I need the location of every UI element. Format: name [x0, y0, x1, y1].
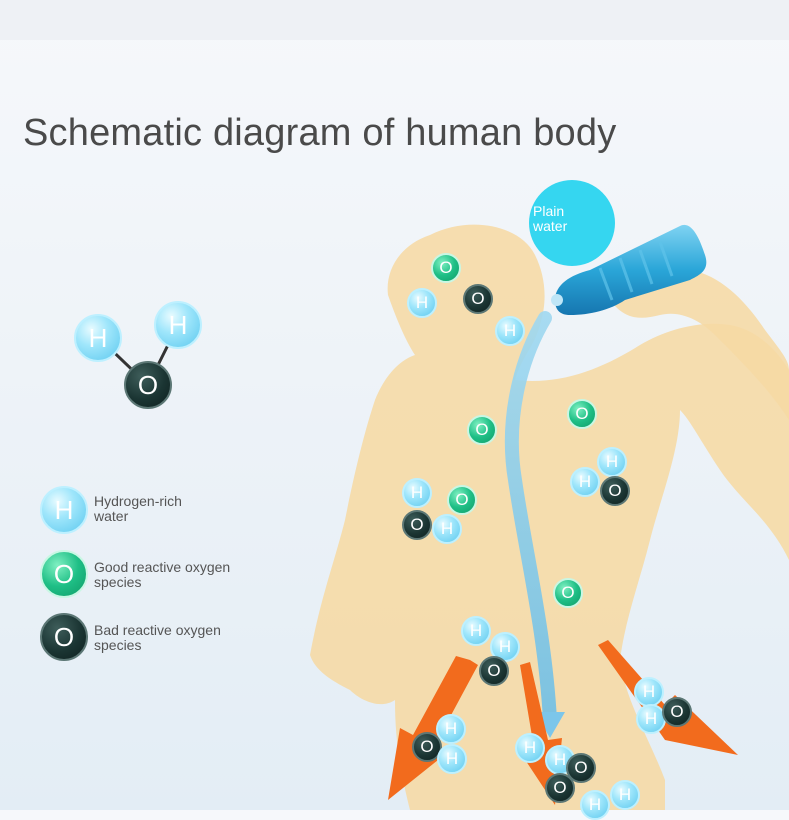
hydrogen-molecule: H [461, 616, 491, 646]
top-banner [0, 0, 789, 40]
legend-good-oxygen-icon: O [40, 550, 88, 598]
hydrogen-molecule: H [570, 467, 600, 497]
legend-good-oxygen-line-1: Good reactive oxygen [94, 559, 231, 575]
hydrogen-molecule: H [402, 478, 432, 508]
bad-oxygen-molecule: O [545, 773, 575, 803]
bubble-line-2: water [533, 218, 568, 234]
legend-bad-oxygen: O Bad reactive oxygen species [40, 613, 254, 661]
legend-bad-oxygen-icon: O [40, 613, 88, 661]
bubble-line-1: Plain [533, 203, 565, 219]
water-flow [504, 311, 557, 727]
legend-hydrogen: H Hydrogen-rich water [40, 486, 254, 534]
bad-oxygen-molecule: O [566, 753, 596, 783]
hydrogen-molecule: H [515, 733, 545, 763]
water-molecule-hydrogen-left: H [74, 314, 122, 362]
legend-good-oxygen-line-2: species [94, 574, 142, 590]
hydrogen-molecule: H [436, 714, 466, 744]
bad-oxygen-molecule: O [479, 656, 509, 686]
water-molecule-hydrogen-right: H [154, 301, 202, 349]
hydrogen-molecule: H [432, 514, 462, 544]
legend-hydrogen-line-2: water [94, 508, 129, 524]
hydrogen-molecule: H [634, 677, 664, 707]
good-oxygen-molecule: O [431, 253, 461, 283]
bad-oxygen-molecule: O [662, 697, 692, 727]
body-silhouette [310, 224, 789, 810]
hydrogen-molecule: H [437, 744, 467, 774]
bad-oxygen-molecule: O [402, 510, 432, 540]
bad-oxygen-molecule: O [463, 284, 493, 314]
hydrogen-molecule: H [610, 780, 640, 810]
arrow-left [388, 656, 478, 800]
plain-water-bubble: Plain water [529, 180, 615, 266]
legend-hydrogen-line-1: Hydrogen-rich [94, 493, 182, 509]
hydrogen-molecule: H [495, 316, 525, 346]
legend-bad-oxygen-line-1: Bad reactive oxygen [94, 622, 221, 638]
page-title: Schematic diagram of human body [23, 112, 617, 154]
legend-hydrogen-icon: H [40, 486, 88, 534]
arrow-right [598, 640, 738, 755]
bad-oxygen-molecule: O [600, 476, 630, 506]
good-oxygen-molecule: O [567, 399, 597, 429]
hydrogen-molecule: H [580, 790, 610, 820]
hydrogen-molecule: H [407, 288, 437, 318]
good-oxygen-molecule: O [467, 415, 497, 445]
hydrogen-molecule: H [597, 447, 627, 477]
legend-good-oxygen: O Good reactive oxygen species [40, 550, 254, 598]
raised-arm [610, 268, 789, 420]
good-oxygen-molecule: O [447, 485, 477, 515]
legend-bad-oxygen-line-2: species [94, 637, 142, 653]
water-bottle [551, 224, 707, 315]
hydrogen-molecule: H [636, 704, 666, 734]
water-molecule-oxygen: O [124, 361, 172, 409]
good-oxygen-molecule: O [553, 578, 583, 608]
